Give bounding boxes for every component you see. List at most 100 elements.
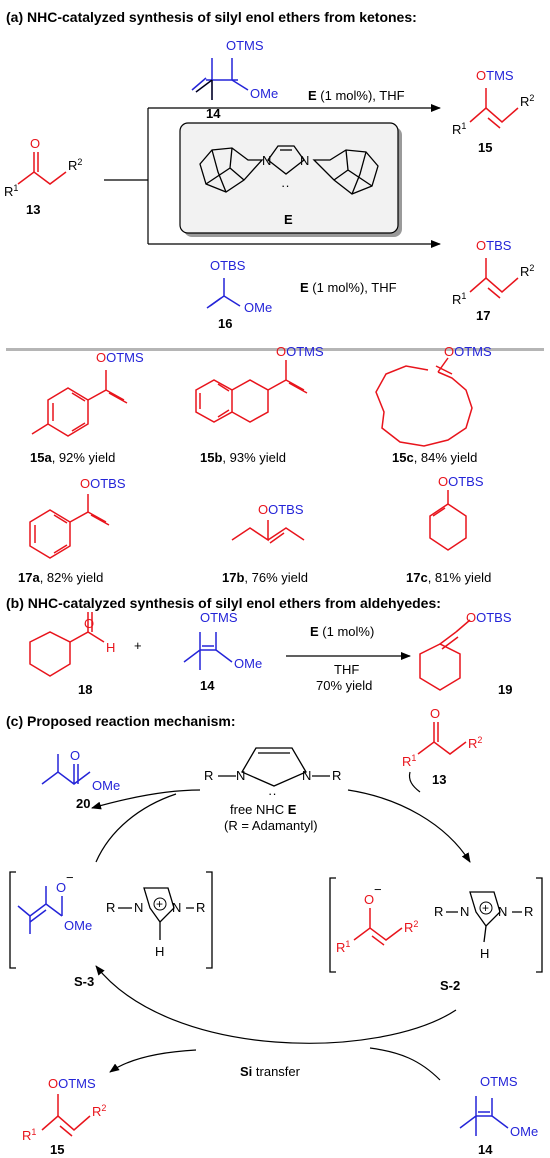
r-left: R bbox=[434, 904, 443, 919]
r-right: R bbox=[524, 904, 533, 919]
r-left: R bbox=[106, 900, 115, 915]
r-left: R bbox=[204, 768, 213, 783]
n-right: N bbox=[172, 900, 181, 915]
product-15-c: OOTMS R1 R2 15 bbox=[22, 1076, 106, 1157]
compound-label-17: 17 bbox=[476, 308, 490, 323]
otms-label: OTMS bbox=[200, 610, 238, 625]
catalyst-e-box: N N ·· E bbox=[179, 122, 402, 237]
product-caption-17c: 17c, 81% yield bbox=[406, 570, 491, 585]
r2-label: R2 bbox=[520, 93, 534, 109]
product-17b: OOTBS 17b, 76% yield bbox=[222, 502, 308, 585]
otms-label: OTMS bbox=[480, 1074, 518, 1089]
cycle-arc-silane-in bbox=[369, 1047, 441, 1081]
cycle-arc-top-right bbox=[347, 789, 471, 863]
compound-label-16: 16 bbox=[218, 316, 232, 331]
anion-charge: − bbox=[66, 870, 74, 885]
cycle-arc-bottom bbox=[95, 965, 457, 1044]
compound-label-14: 14 bbox=[478, 1142, 493, 1157]
product-caption-15a: 15a, 92% yield bbox=[30, 450, 115, 465]
n-right: N bbox=[302, 768, 311, 783]
r2-label: R2 bbox=[520, 263, 534, 279]
r2-label: R2 bbox=[92, 1103, 106, 1119]
condition-above: E (1 mol%) bbox=[310, 624, 374, 639]
condition-top: E (1 mol%), THF bbox=[308, 88, 405, 103]
product-15b: OOTMS 15b, 93% yield bbox=[195, 344, 324, 465]
reagent-14-top: OTMS OMe 14 bbox=[191, 38, 278, 121]
n-left: N bbox=[262, 153, 271, 168]
product-caption-15b: 15b, 93% yield bbox=[200, 450, 286, 465]
compound-label-14: 14 bbox=[206, 106, 221, 121]
n-left: N bbox=[236, 768, 245, 783]
carbene-dots: ·· bbox=[268, 786, 277, 801]
condition-bottom: E (1 mol%), THF bbox=[300, 280, 397, 295]
otbs-label: OTBS bbox=[210, 258, 246, 273]
r2-label: R2 bbox=[404, 919, 418, 935]
intermediate-s3: O − OMe N N R R + H S-3 bbox=[9, 870, 213, 989]
r1-label: R1 bbox=[402, 753, 416, 769]
otms-label: OOTMS bbox=[444, 344, 492, 359]
product-15a: OOTMS 15a, 92% yield bbox=[30, 350, 144, 465]
compound-label-15: 15 bbox=[478, 140, 492, 155]
compound-label-18: 18 bbox=[78, 682, 92, 697]
product-caption-15c: 15c, 84% yield bbox=[392, 450, 477, 465]
ome-label: OMe bbox=[64, 918, 92, 933]
n-left: N bbox=[134, 900, 143, 915]
ester-20: O OMe 20 bbox=[41, 748, 120, 811]
compound-label-15: 15 bbox=[50, 1142, 64, 1157]
ketone-13: O R1 R2 13 bbox=[4, 136, 82, 217]
h-label: H bbox=[106, 640, 115, 655]
r1-label: R1 bbox=[452, 121, 466, 137]
si-transfer-label: Si transfer bbox=[240, 1064, 301, 1079]
product-15c: OOTMS 15c, 84% yield bbox=[375, 344, 492, 465]
product-caption-17a: 17a, 82% yield bbox=[18, 570, 103, 585]
otbs-label: OOTBS bbox=[258, 502, 304, 517]
silane-14-c: OTMS OMe 14 bbox=[459, 1074, 538, 1157]
ome-label: OMe bbox=[92, 778, 120, 793]
r1-label: R1 bbox=[4, 183, 18, 199]
compound-label-19: 19 bbox=[498, 682, 512, 697]
anion-charge: − bbox=[374, 882, 382, 897]
r1-label: R1 bbox=[452, 291, 466, 307]
oxygen-label: O bbox=[430, 706, 440, 721]
otbs-label: OOTBS bbox=[438, 474, 484, 489]
compound-label-20: 20 bbox=[76, 796, 90, 811]
otms-label: OTMS bbox=[476, 68, 514, 83]
otms-label: OOTMS bbox=[276, 344, 324, 359]
otbs-label: OOTBS bbox=[80, 476, 126, 491]
condition-text: (1 mol%), THF bbox=[317, 88, 405, 103]
compound-label-14: 14 bbox=[200, 678, 215, 693]
r2-label: R2 bbox=[68, 157, 82, 173]
nhc-caption: free NHC E bbox=[230, 802, 297, 817]
oxygen-anion: O bbox=[364, 892, 374, 907]
cycle-arc-top-left bbox=[91, 789, 201, 810]
ome-label: OMe bbox=[244, 300, 272, 315]
intermediate-s2: O − R1 R2 N N R R + H S-2 bbox=[329, 877, 543, 993]
n-right: N bbox=[498, 904, 507, 919]
n-left: N bbox=[460, 904, 469, 919]
catalyst-ref: E bbox=[300, 280, 309, 295]
condition-solvent: THF bbox=[334, 662, 359, 677]
ome-label: OMe bbox=[234, 656, 262, 671]
plus-sign: + bbox=[134, 638, 142, 653]
cycle-arc-ketone-in bbox=[408, 771, 421, 793]
reagent-14-b: OTMS OMe 14 bbox=[183, 610, 262, 693]
n-right: N bbox=[300, 153, 309, 168]
section-divider bbox=[6, 348, 544, 351]
cycle-arc-product-out bbox=[109, 1049, 197, 1073]
product-caption-17b: 17b, 76% yield bbox=[222, 570, 308, 585]
oxygen-label: O bbox=[84, 616, 94, 631]
ome-label: OMe bbox=[510, 1124, 538, 1139]
otms-label: OOTMS bbox=[48, 1076, 96, 1091]
r1-label: R1 bbox=[336, 939, 350, 955]
oxygen-label: O bbox=[70, 748, 80, 763]
condition-yield: 70% yield bbox=[316, 678, 372, 693]
compound-label-13: 13 bbox=[432, 772, 446, 787]
cation-plus: + bbox=[156, 897, 163, 911]
otms-label: OTMS bbox=[226, 38, 264, 53]
otbs-label: OTBS bbox=[476, 238, 512, 253]
catalyst-ref: E bbox=[308, 88, 317, 103]
oxygen-anion: O bbox=[56, 880, 66, 895]
product-19: OOTBS 19 bbox=[419, 610, 512, 697]
section-a-title: (a) NHC-catalyzed synthesis of silyl eno… bbox=[6, 9, 417, 25]
